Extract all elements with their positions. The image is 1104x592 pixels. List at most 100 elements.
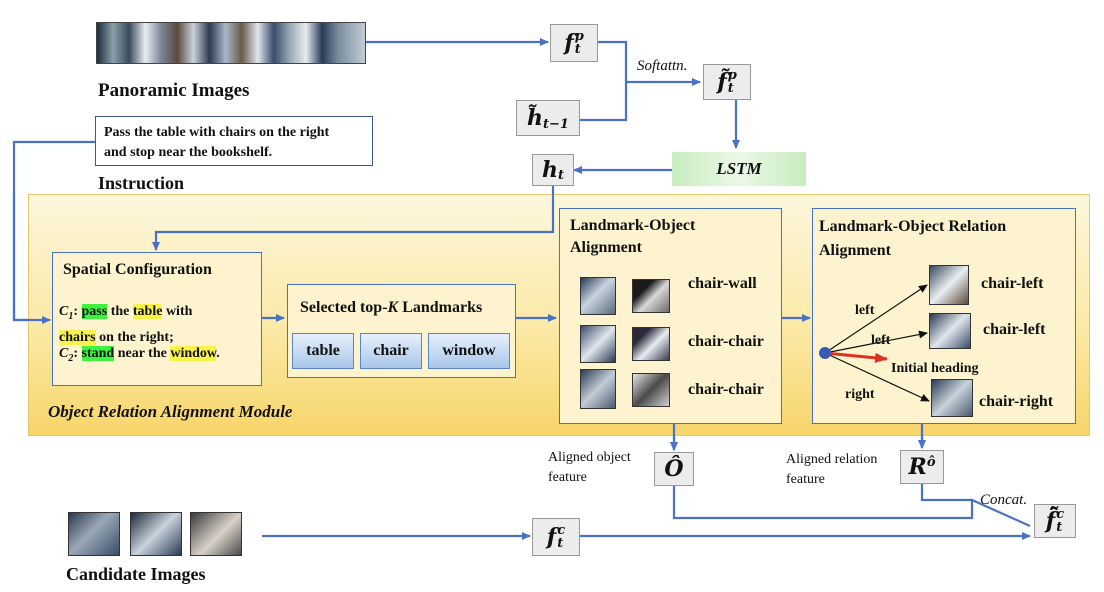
c1-label: C <box>59 304 69 319</box>
landmark-chair: chair <box>360 333 422 369</box>
lo-title-line1: Landmark-Object <box>570 217 696 234</box>
initial-heading-arrow <box>824 351 888 363</box>
lo-title-line2: Alignment <box>570 239 642 256</box>
f-cand-base: f <box>546 524 557 550</box>
h-prev-node: h̃t−1 <box>516 100 580 136</box>
landmarks-title-k: K <box>387 299 399 316</box>
lor-thumb-1 <box>929 265 969 305</box>
landmark-object-relation-alignment-box: Landmark-Object Relation Alignment left … <box>812 208 1076 424</box>
initial-heading-label: Initial heading <box>891 361 979 376</box>
lor-title-line2: Alignment <box>819 242 891 259</box>
module-title: Object Relation Alignment Module <box>48 402 293 421</box>
aligned-relation-line1: Aligned relation <box>786 452 878 467</box>
r-hat-base: R <box>908 454 927 480</box>
c1-sub: 1 <box>68 310 74 322</box>
lo-tag-1: chair-wall <box>688 275 757 292</box>
lo-scene-thumb-3 <box>580 369 616 409</box>
h-t-base: h <box>541 157 558 183</box>
f-cand-sup: c <box>557 523 566 538</box>
landmark-object-alignment-box: Landmark-Object Alignment chair-wall cha… <box>559 208 782 424</box>
aligned-object-label: Aligned object feature <box>548 448 631 488</box>
c1-text3: on the right; <box>95 329 174 345</box>
lor-title: Landmark-Object Relation Alignment <box>819 215 1006 263</box>
lor-title-line1: Landmark-Object Relation <box>819 218 1007 235</box>
candidate-image-2 <box>130 512 182 556</box>
edge-right <box>824 352 930 402</box>
lo-scene-thumb-1 <box>580 277 616 315</box>
f-final-sub: t <box>1056 520 1063 535</box>
f-pano-base: f <box>564 30 574 56</box>
f-tilde-sub: t <box>727 81 734 96</box>
candidate-image-1 <box>68 512 120 556</box>
panoramic-image-strip <box>96 22 366 64</box>
c1-word-chairs: chairs <box>59 329 96 345</box>
h-t-sub: t <box>557 167 564 183</box>
lor-tag-3: chair-right <box>979 393 1054 410</box>
landmark-table: table <box>292 333 354 369</box>
lo-tag-3: chair-chair <box>688 381 764 398</box>
lo-scene-thumb-2 <box>580 325 616 363</box>
c2-text1: near the <box>114 346 171 361</box>
edge-r-to-final <box>920 484 972 502</box>
lor-tag-2: chair-left <box>983 321 1046 338</box>
f-pano-sub: t <box>574 42 581 57</box>
instruction-box: Pass the table with chairs on the right … <box>95 116 373 166</box>
panoramic-images-label: Panoramic Images <box>98 80 250 101</box>
c2-colon: : <box>73 346 79 361</box>
lor-tag-1: chair-left <box>981 275 1044 292</box>
edge-left-1 <box>824 284 928 354</box>
o-hat-node: Ô <box>654 452 694 486</box>
f-final-sup: c <box>1056 507 1065 522</box>
lo-object-thumb-2 <box>632 327 670 361</box>
h-prev-sub: t−1 <box>543 116 569 132</box>
aligned-relation-label: Aligned relation feature <box>786 450 877 490</box>
edge-ohat-to-final <box>672 484 1031 528</box>
c2-word-window: window <box>170 346 217 361</box>
c2-sub: 2 <box>68 352 74 364</box>
landmark-window: window <box>428 333 510 369</box>
agent-node <box>819 347 831 359</box>
candidate-image-3 <box>190 512 242 556</box>
spatial-c2: C2: stand near the window. <box>59 343 259 369</box>
c1-word-table: table <box>132 304 163 319</box>
c1-text2: with <box>162 304 193 319</box>
edge-left-2 <box>824 330 928 354</box>
h-prev-base: h̃ <box>527 105 544 131</box>
c1-colon: : <box>73 304 79 319</box>
lo-object-thumb-3 <box>632 373 670 407</box>
aligned-object-line1: Aligned object <box>548 450 631 465</box>
lor-thumb-3 <box>931 379 973 417</box>
edge-label-right: right <box>845 387 875 402</box>
f-final-base: f̂̃ <box>1045 508 1056 534</box>
landmarks-box: Selected top-K Landmarks table chair win… <box>287 284 516 378</box>
landmarks-title-a: Selected top- <box>300 299 388 316</box>
instruction-label: Instruction <box>98 173 185 193</box>
spatial-title: Spatial Configuration <box>63 261 212 278</box>
spatial-configuration-box: Spatial Configuration C1: pass the table… <box>52 252 262 386</box>
c1-text1: the <box>107 304 133 319</box>
lo-title: Landmark-Object Alignment <box>570 215 695 259</box>
aligned-object-line2: feature <box>548 470 587 485</box>
lo-object-thumb-1 <box>632 279 670 313</box>
edge-label-left-1: left <box>855 303 875 318</box>
lo-tag-2: chair-chair <box>688 333 764 350</box>
c1-word-pass: pass <box>81 304 108 319</box>
aligned-relation-line2: feature <box>786 472 825 487</box>
candidate-images-label: Candidate Images <box>66 564 206 584</box>
c2-word-stand: stand <box>81 346 115 361</box>
instruction-text-line2: and stop near the bookshelf. <box>104 145 273 160</box>
c2-text2: . <box>216 346 220 361</box>
instruction-text-line1: Pass the table with chairs on the right <box>104 125 330 140</box>
relation-edges <box>819 284 930 402</box>
landmarks-title-b: Landmarks <box>398 299 483 316</box>
lor-thumb-2 <box>929 313 971 349</box>
spatial-c1: C1: pass the table with chairs on the ri… <box>59 301 259 348</box>
lstm-node: LSTM <box>672 152 806 186</box>
concat-label: Concat. <box>980 492 1028 508</box>
